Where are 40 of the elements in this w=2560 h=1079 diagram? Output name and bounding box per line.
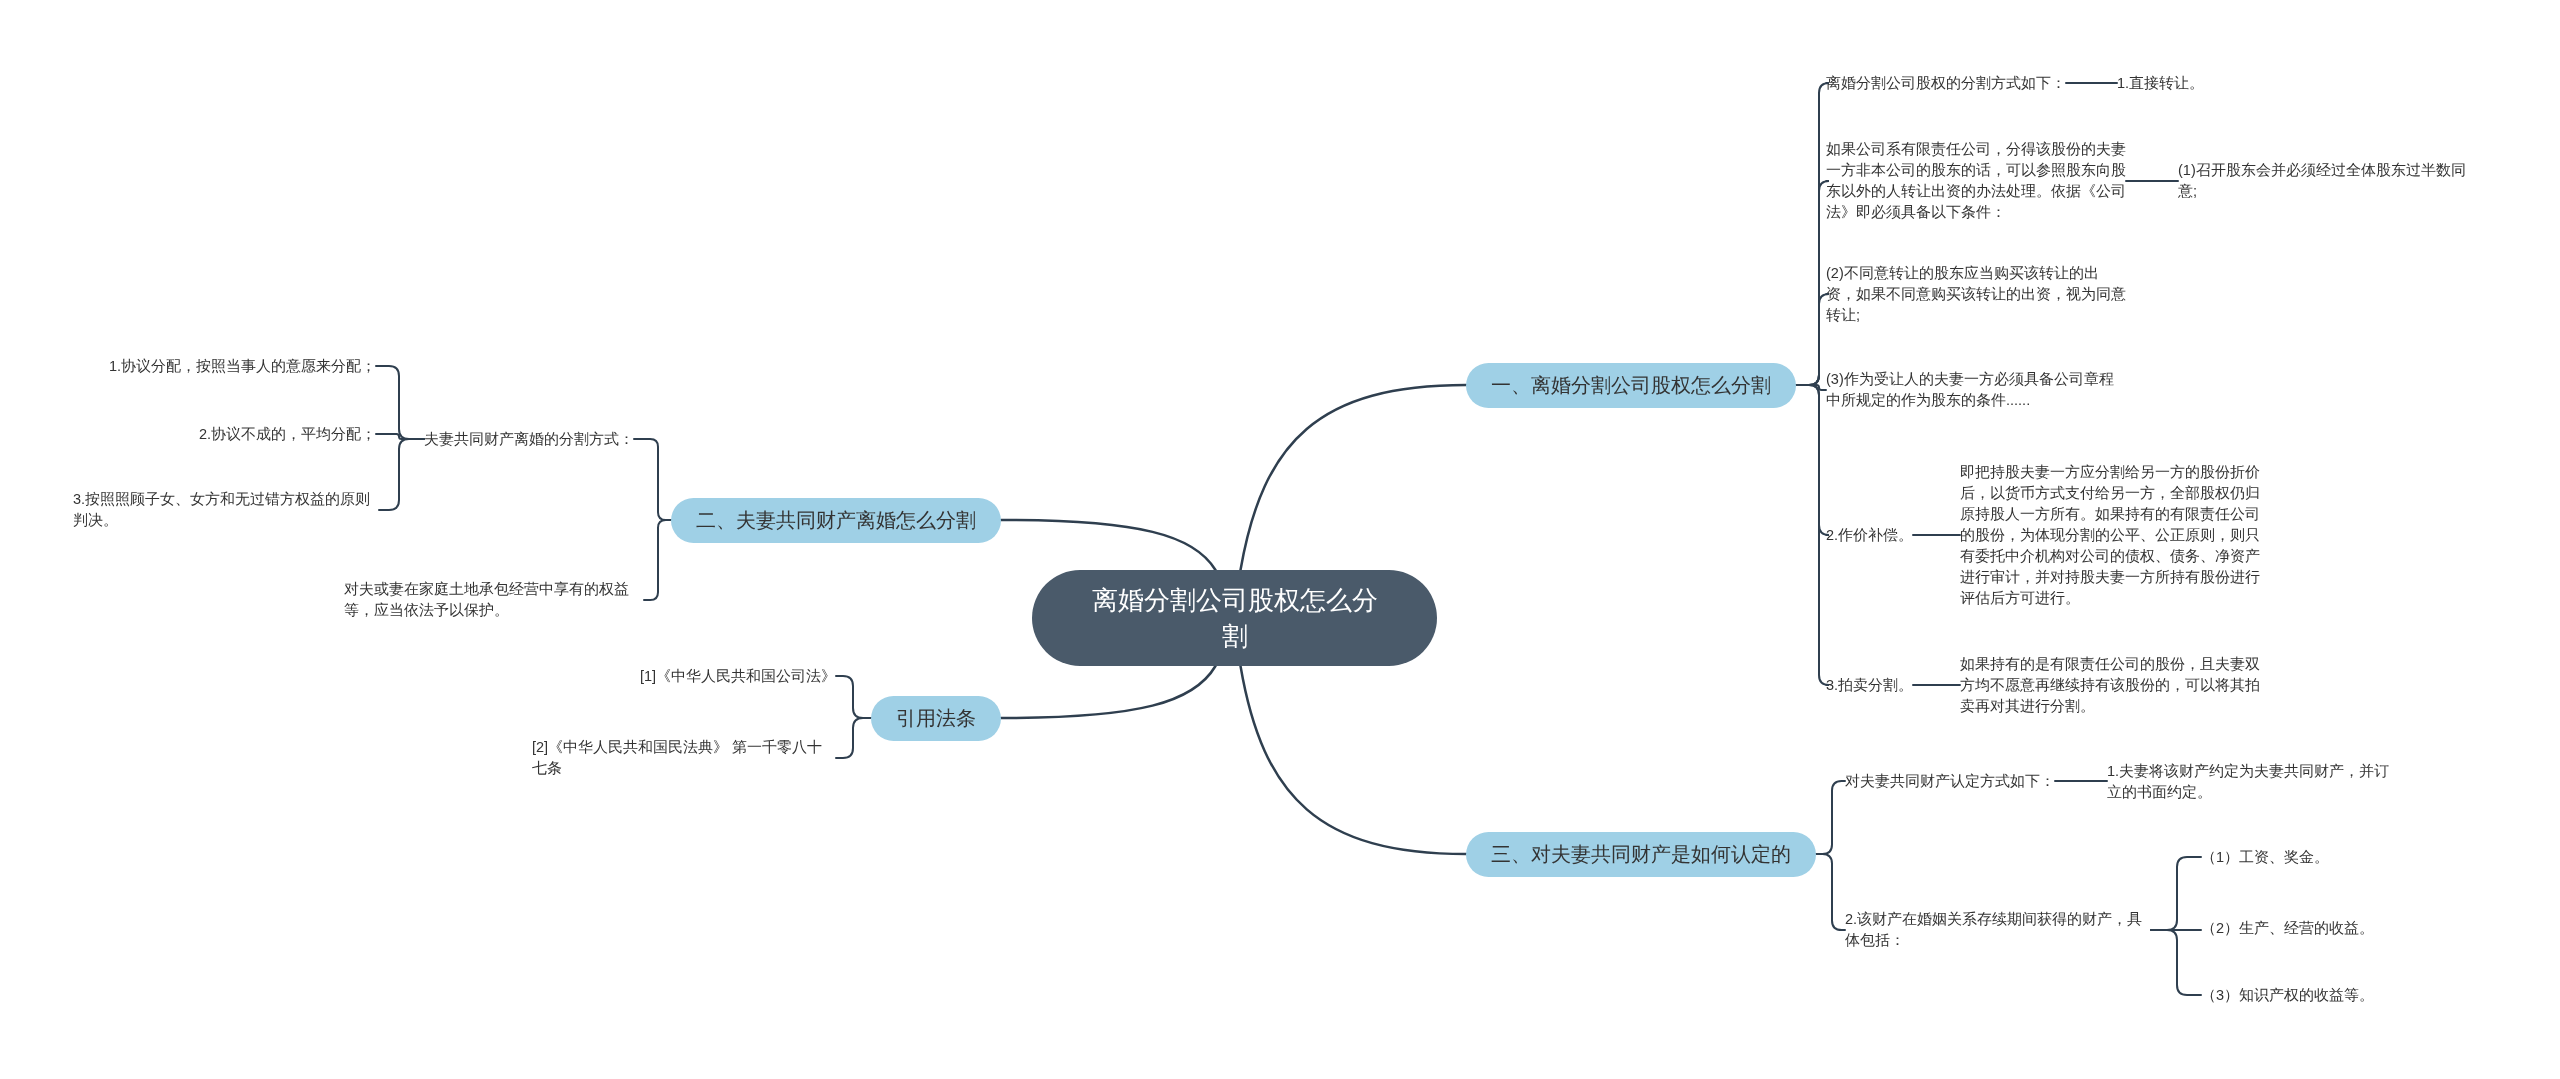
subtopic-text: 对夫妻共同财产认定方式如下：: [1845, 770, 2055, 792]
subtopic-text: 夫妻共同财产离婚的分割方式：: [424, 428, 634, 450]
subtopic-text: 3.拍卖分割。: [1826, 674, 1914, 696]
subtopic-text: 2.该财产在婚姻关系存续期间获得的财产，具体包括：: [1845, 909, 2151, 951]
subtopic-text: 2.作价补偿。: [1826, 524, 1914, 546]
subtopic-text: 离婚分割公司股权的分割方式如下：: [1826, 72, 2066, 94]
subtopic-text: 对夫或妻在家庭土地承包经营中享有的权益等，应当依法予以保护。: [344, 579, 644, 621]
connector-line: [835, 717, 872, 759]
connector-line: [2054, 780, 2108, 782]
subtopic-text: (2)不同意转让的股东应当购买该转让的出资，如果不同意购买该转让的出资，视为同意转让;: [1826, 262, 2126, 326]
connector-line: [999, 518, 1217, 572]
subtopic-text: （2）生产、经营的收益。: [2201, 917, 2375, 939]
subtopic-text: 1.协议分配，按照当事人的意愿来分配；: [109, 355, 377, 377]
branch-topic: 二、夫妻共同财产离婚怎么分割: [671, 497, 1001, 543]
subtopic-text: 1.直接转让。: [2117, 72, 2205, 94]
connector-line: [1815, 853, 1846, 931]
branch-topic: 三、对夫妻共同财产是如何认定的: [1466, 831, 1816, 877]
connector-line: [1239, 664, 1468, 856]
subtopic-text: 3.按照照顾子女、女方和无过错方权益的原则判决。: [73, 489, 379, 531]
subtopic-text: 1.夫妻将该财产约定为夫妻共同财产，并订立的书面约定。: [2107, 761, 2402, 803]
connector-line: [1912, 684, 1961, 686]
subtopic-text: (3)作为受让人的夫妻一方必须具备公司章程中所规定的作为股东的条件......: [1826, 369, 2114, 411]
subtopic-text: (1)召开股东会并必须经过全体股东过半数同意;: [2178, 160, 2466, 202]
subtopic-text: （1）工资、奖金。: [2201, 846, 2330, 868]
connector-line: [2065, 82, 2118, 84]
central-topic: 离婚分割公司股权怎么分割: [1032, 570, 1437, 666]
branch-topic: 一、离婚分割公司股权怎么分割: [1466, 362, 1796, 408]
subtopic-text: 2.协议不成的，平均分配；: [199, 423, 377, 445]
subtopic-text: 如果持有的是有限责任公司的股份，且夫妻双方均不愿意再继续持有该股份的，可以将其拍卖再对其进行分割。: [1960, 653, 2270, 717]
subtopic-text: 即把持股夫妻一方应分割给另一方的股份折价后，以货币方式支付给另一方，全部股权仍归原持股人一方所有。如果持有的有限责任公司的股份，为体现分割的公平、公正原则，则只有委托中介机构对公司的债权、债务、净资产进行审计，并对持股夫妻一方所持有股份进行评估后方可进行。: [1960, 461, 2270, 609]
connector-line: [1239, 383, 1468, 572]
connector-line: [1912, 534, 1961, 536]
subtopic-text: 如果公司系有限责任公司，分得该股份的夫妻一方非本公司的股东的话，可以参照股东向股东以外的人转让出资的办法处理。依据《公司法》即必须具备以下条件：: [1826, 139, 2126, 223]
branch-topic: 引用法条: [871, 695, 1001, 741]
connector-line: [999, 664, 1217, 720]
subtopic-text: （3）知识产权的收益等。: [2201, 984, 2375, 1006]
subtopic-text: [2]《中华人民共和国民法典》 第一千零八十七条: [532, 737, 836, 779]
connector-line: [1795, 384, 1830, 686]
connector-line: [2125, 180, 2179, 182]
subtopic-text: [1]《中华人民共和国公司法》: [640, 665, 837, 687]
